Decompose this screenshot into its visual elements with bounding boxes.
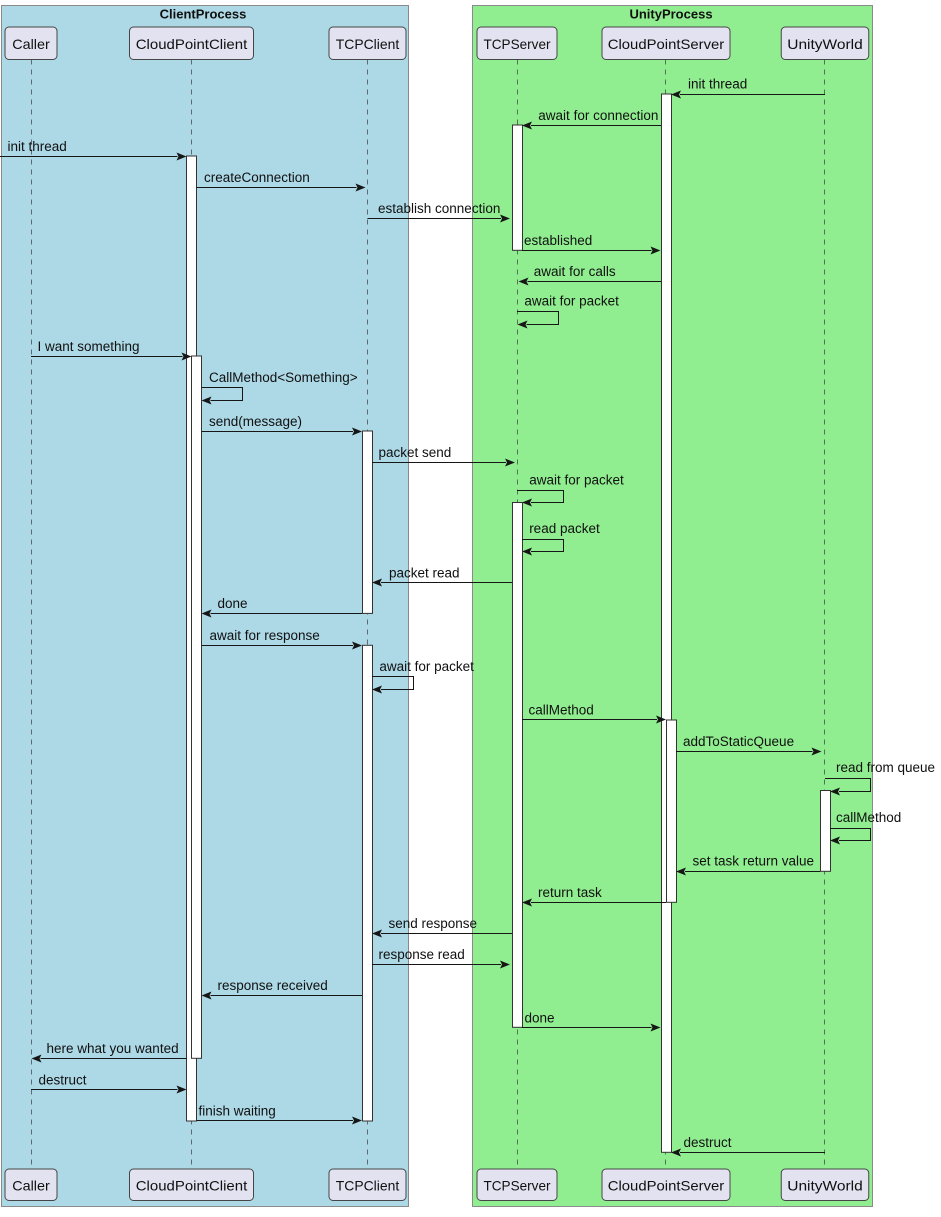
svg-text:TCPServer: TCPServer [484, 36, 551, 52]
svg-text:packet send: packet send [379, 445, 452, 460]
svg-text:await for packet: await for packet [379, 659, 474, 674]
svg-text:send response: send response [389, 916, 478, 931]
svg-text:ClientProcess: ClientProcess [160, 7, 247, 22]
svg-text:destruct: destruct [684, 1135, 732, 1150]
svg-text:TCPServer: TCPServer [484, 1178, 551, 1194]
svg-text:CloudPointClient: CloudPointClient [136, 36, 248, 52]
svg-text:init thread: init thread [8, 139, 67, 154]
svg-text:await for packet: await for packet [529, 473, 624, 488]
svg-text:await for response: await for response [210, 628, 320, 643]
svg-text:TCPClient: TCPClient [336, 36, 400, 52]
svg-text:init thread: init thread [688, 77, 747, 92]
svg-text:createConnection: createConnection [204, 170, 310, 185]
svg-text:destruct: destruct [39, 1073, 87, 1088]
svg-text:read from queue: read from queue [836, 760, 935, 775]
svg-text:done: done [525, 1011, 555, 1026]
svg-text:Caller: Caller [12, 36, 50, 52]
svg-text:TCPClient: TCPClient [336, 1178, 400, 1194]
svg-text:done: done [218, 596, 248, 611]
svg-text:UnityWorld: UnityWorld [787, 1178, 863, 1194]
svg-text:set task return value: set task return value [693, 854, 815, 869]
svg-text:read packet: read packet [529, 521, 600, 536]
svg-text:UnityProcess: UnityProcess [629, 7, 712, 22]
svg-text:CloudPointClient: CloudPointClient [136, 1178, 248, 1194]
svg-text:send(message): send(message) [209, 414, 302, 429]
svg-text:packet read: packet read [389, 566, 460, 581]
svg-text:Caller: Caller [12, 1178, 50, 1194]
svg-text:UnityWorld: UnityWorld [787, 36, 863, 52]
svg-text:response read: response read [379, 947, 465, 962]
svg-text:establish connection: establish connection [378, 201, 500, 216]
svg-text:established: established [524, 233, 592, 248]
svg-text:finish waiting: finish waiting [199, 1104, 276, 1119]
svg-text:CloudPointServer: CloudPointServer [608, 36, 725, 52]
svg-text:CloudPointServer: CloudPointServer [608, 1178, 725, 1194]
svg-text:addToStaticQueue: addToStaticQueue [683, 734, 794, 749]
svg-text:response received: response received [218, 978, 328, 993]
svg-text:I want something: I want something [38, 339, 140, 354]
svg-text:await for connection: await for connection [538, 108, 658, 123]
svg-text:await for calls: await for calls [534, 264, 616, 279]
svg-text:await for packet: await for packet [524, 294, 619, 309]
svg-text:return task: return task [538, 885, 602, 900]
svg-text:callMethod: callMethod [529, 703, 594, 718]
svg-text:here what you wanted: here what you wanted [47, 1041, 179, 1056]
svg-text:CallMethod<Something>: CallMethod<Something> [209, 370, 358, 385]
svg-text:callMethod: callMethod [836, 810, 901, 825]
